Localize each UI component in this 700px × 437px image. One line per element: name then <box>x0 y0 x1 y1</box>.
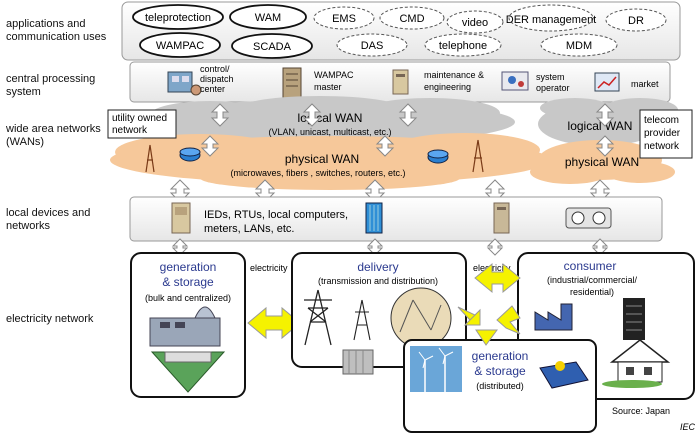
transmission-tower-icon <box>304 289 332 346</box>
physical-wan-title: physical WAN <box>285 152 359 166</box>
app-wampac[interactable]: WAMPAC <box>139 32 221 58</box>
app-wam-label: WAM <box>255 12 281 24</box>
app-der-management-label: DER management <box>506 14 597 26</box>
local-devices-panel <box>129 196 663 242</box>
gen-bulk-title: generation& storage <box>160 260 217 289</box>
app-telephone[interactable]: telephone <box>424 33 502 57</box>
layer-label-wan: wide area networks (WANs) <box>6 123 101 148</box>
office-building-icon <box>623 298 645 340</box>
consumer-sub: (industrial/commercial/residential) <box>547 275 638 297</box>
transformer-icon <box>342 349 374 375</box>
app-mdm-label: MDM <box>566 40 592 52</box>
factory-icon <box>534 303 573 331</box>
app-dr-label: DR <box>628 15 644 27</box>
app-telephone-label: telephone <box>439 40 487 52</box>
delivery-title: delivery <box>357 260 398 274</box>
router-icon <box>427 149 449 164</box>
app-wam[interactable]: WAM <box>229 4 307 30</box>
computer-tower-icon <box>493 202 510 234</box>
transmission-tower-icon <box>353 299 371 341</box>
dist-gen-sub: (distributed) <box>476 381 524 391</box>
right-physical-wan-title: physical WAN <box>565 155 639 169</box>
app-der-management[interactable]: DER management <box>506 4 597 32</box>
utility-owned-box <box>107 109 177 139</box>
distribution-circle-icon <box>390 287 452 349</box>
app-das-label: DAS <box>361 40 384 52</box>
server-icon <box>282 67 302 99</box>
market-icon <box>594 72 620 92</box>
app-scada[interactable]: SCADA <box>231 33 313 59</box>
app-video-label: video <box>462 17 488 29</box>
physical-wan-sub: (microwaves, fibers , switches, routers,… <box>230 168 405 178</box>
app-dr[interactable]: DR <box>605 8 667 32</box>
layer-label-applications: applications and communication uses <box>6 18 107 43</box>
radio-tower-icon <box>145 144 155 173</box>
source-label: Source: Japan <box>612 406 670 416</box>
layer-label-electricity: electricity network <box>6 313 94 325</box>
computer-tower-icon <box>392 69 409 95</box>
power-plant-icon <box>149 306 221 347</box>
right-logical-wan-title: logical WAN <box>568 119 633 133</box>
control-center-icon <box>167 71 202 96</box>
arrows-central-wan <box>200 103 615 157</box>
solar-panel-icon <box>539 361 589 389</box>
rtu-rack-icon <box>365 202 383 234</box>
telecom-box <box>639 109 693 159</box>
app-cmd[interactable]: CMD <box>379 6 445 30</box>
local-devices-text: IEDs, RTUs, local computers,meters, LANs… <box>204 209 348 235</box>
house-icon <box>602 339 671 388</box>
electricity-label-left: electricity <box>250 263 288 273</box>
app-teleprotection-label: teleprotection <box>145 12 211 24</box>
radio-tower-icon <box>472 139 484 173</box>
layer-label-local: local devices and networks <box>6 207 91 232</box>
logical-wan-sub: (VLAN, unicast, multicast, etc.) <box>268 127 391 137</box>
app-cmd-label: CMD <box>399 13 424 25</box>
app-wampac-label: WAMPAC <box>156 40 204 52</box>
right-logical-cloud <box>538 98 678 146</box>
physical-wan-cloud <box>110 133 550 190</box>
delivery-sub: (transmission and distribution) <box>318 276 438 286</box>
app-scada-label: SCADA <box>253 41 292 53</box>
consumer-title: consumer <box>564 259 617 273</box>
operator-icon <box>501 71 529 91</box>
right-physical-cloud <box>530 140 675 184</box>
app-ems-label: EMS <box>332 13 356 25</box>
app-das[interactable]: DAS <box>336 33 408 57</box>
dam-icon <box>150 351 226 393</box>
app-video[interactable]: video <box>446 10 504 34</box>
meter-icon <box>565 207 612 229</box>
central-item-maintenance: maintenance &engineering <box>424 70 484 92</box>
router-icon <box>179 147 201 162</box>
app-teleprotection[interactable]: teleprotection <box>132 4 224 30</box>
central-item-market: market <box>631 79 659 89</box>
iec-label: IEC <box>680 422 696 432</box>
ied-cabinet-icon <box>171 202 191 234</box>
gen-bulk-sub: (bulk and centralized) <box>145 293 231 303</box>
app-mdm[interactable]: MDM <box>540 33 618 57</box>
layer-label-central: central processing system <box>6 73 96 98</box>
wind-turbine-icon <box>410 346 462 392</box>
electricity-flow-arrows <box>457 262 521 346</box>
dist-gen-title: generation& storage <box>472 349 529 378</box>
app-ems[interactable]: EMS <box>313 6 375 30</box>
